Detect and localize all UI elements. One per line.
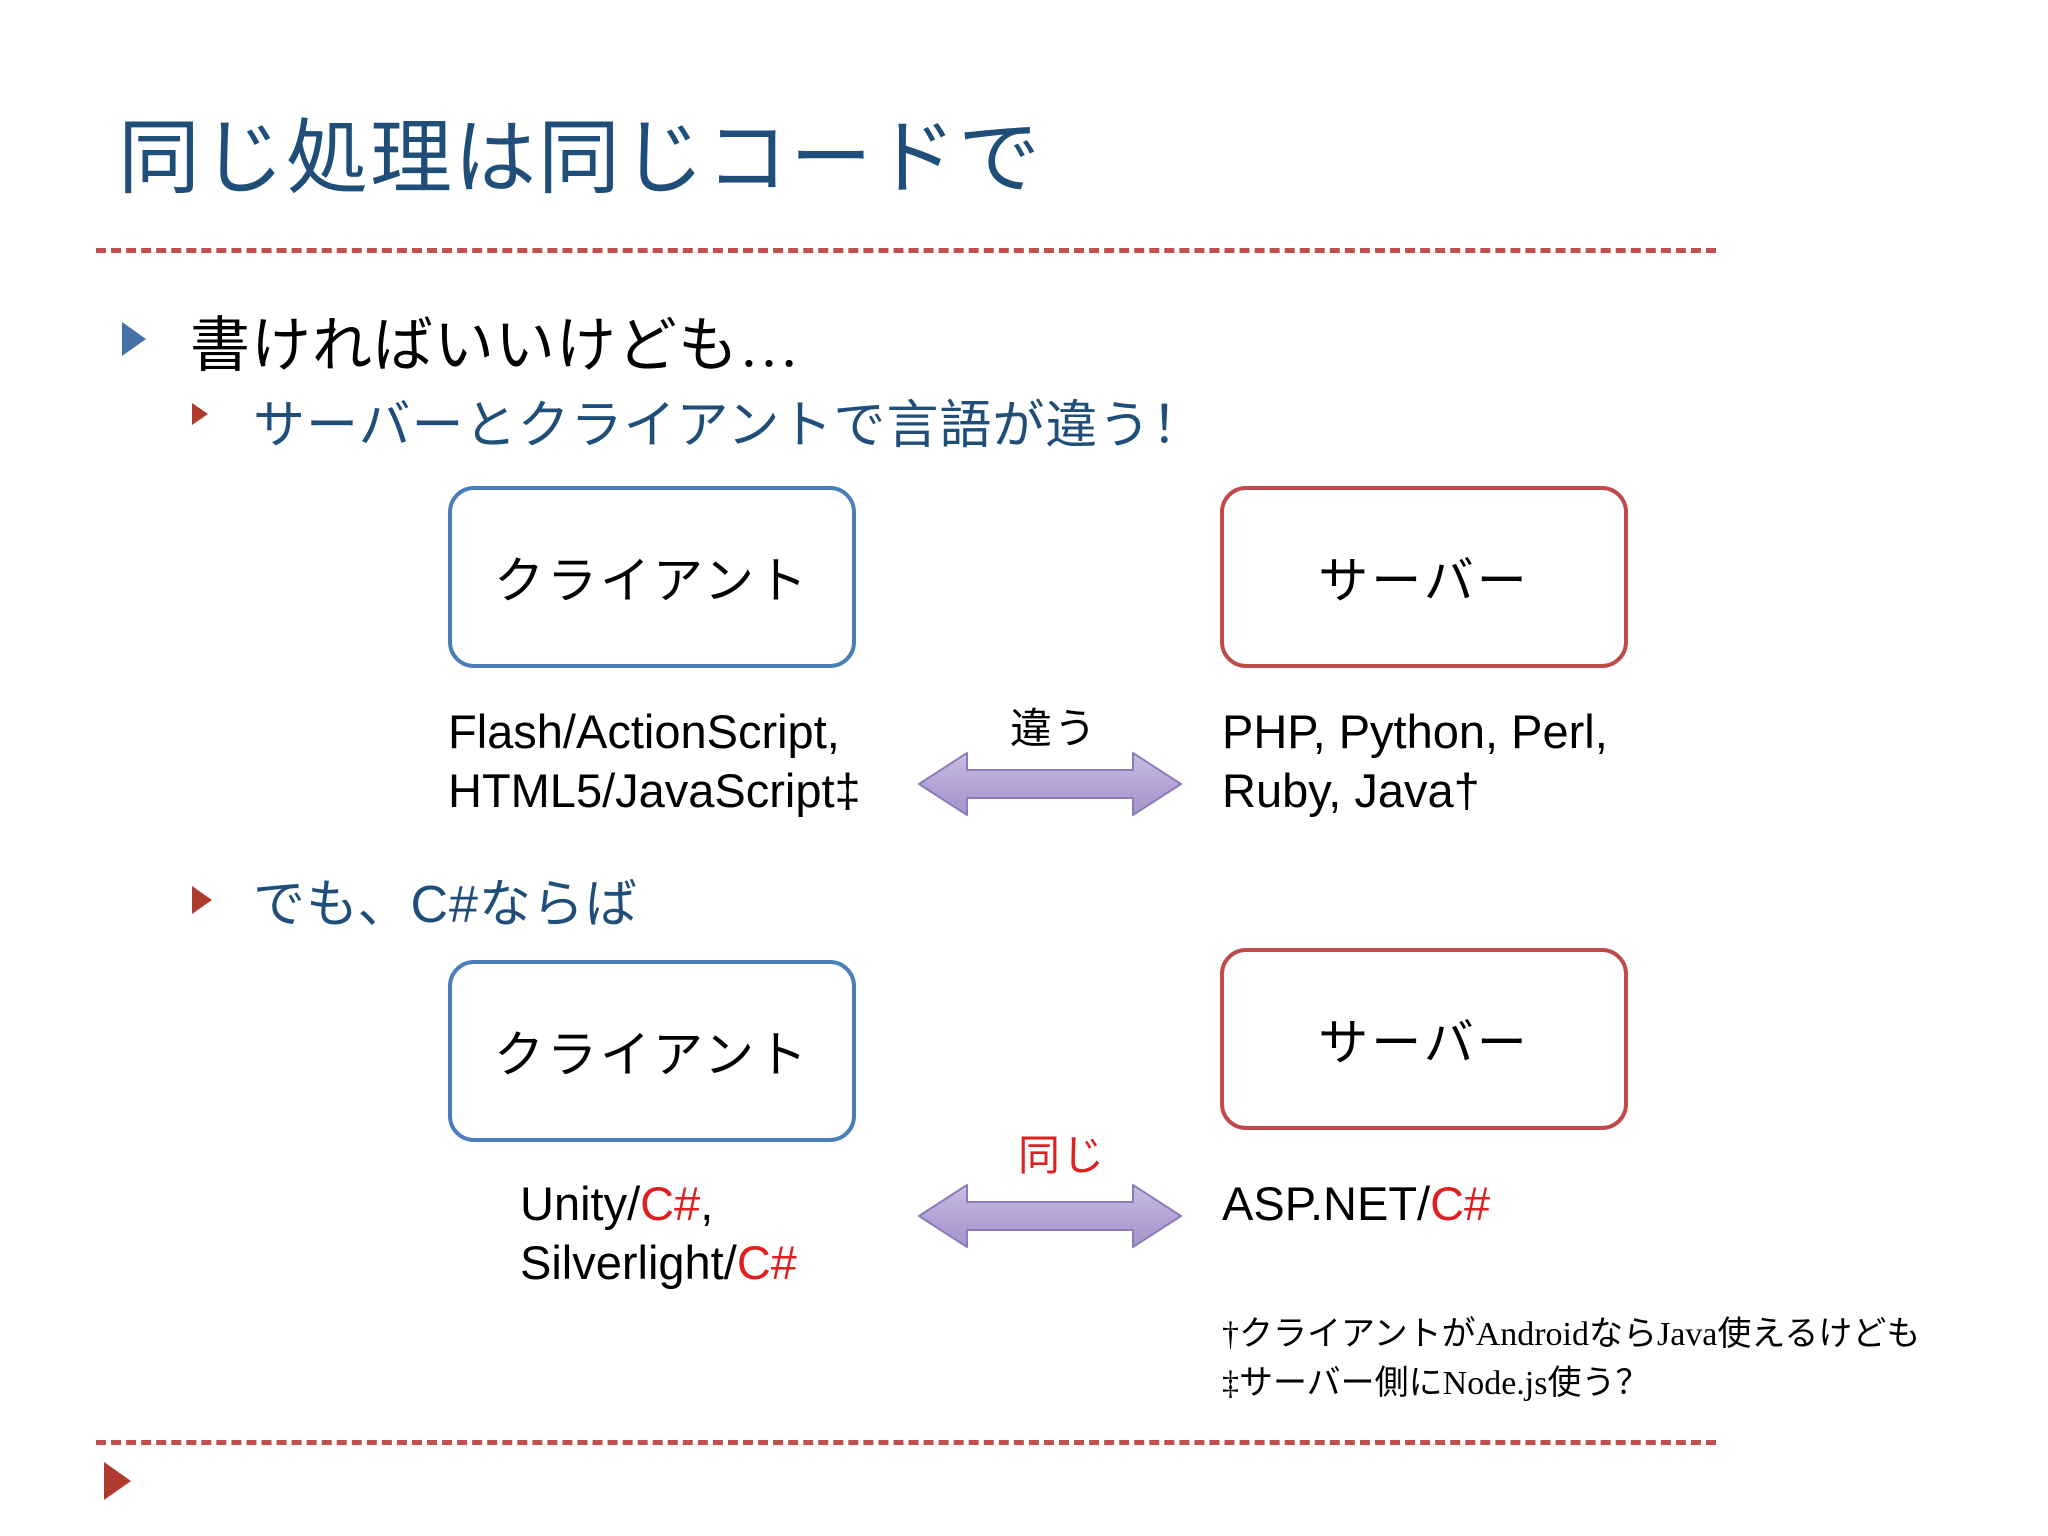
- diagram-bottom-arrow-label: 同じ: [1018, 1134, 1107, 1180]
- diagram-top-server-box: サーバー: [1220, 486, 1628, 668]
- diagram-bottom-client-tech-line1: Unity/C#,: [520, 1175, 797, 1234]
- diagram-top-client-tech-line1: Flash/ActionScript,: [448, 705, 840, 758]
- bullet-level1-b-label: でも、C#ならば: [253, 862, 638, 937]
- title-divider: [96, 248, 1716, 253]
- bullet-level1-b-prefix: でも、: [253, 877, 411, 934]
- footnotes: †クライアントがAndroidならJava使えるけども ‡サーバー側にNode.…: [1222, 1310, 1920, 1409]
- diagram-bottom-client-box: クライアント: [448, 960, 856, 1142]
- footer-divider: [96, 1440, 1716, 1445]
- footer-triangle-icon: [104, 1462, 131, 1500]
- diagram-bottom-double-arrow-icon: [915, 1177, 1185, 1260]
- page-title: 同じ処理は同じコードで: [118, 113, 1043, 204]
- diagram-top-double-arrow-icon: [915, 745, 1185, 828]
- diagram-bottom-server-box: サーバー: [1220, 948, 1628, 1130]
- bullet-triangle-level2-a-icon: [192, 403, 208, 425]
- diagram-bottom-client-label: クライアント: [494, 1027, 810, 1083]
- csharp-keyword: C#: [1430, 1177, 1491, 1230]
- diagram-top-client-box: クライアント: [448, 486, 856, 668]
- diagram-bottom-server-label: サーバー: [1318, 1015, 1530, 1071]
- diagram-bottom-client-tech: Unity/C#, Silverlight/C#: [520, 1175, 797, 1293]
- diagram-top-server-tech-line2: Ruby, Java†: [1222, 763, 1480, 817]
- footnote-line-2: ‡サーバー側にNode.js使う？: [1222, 1365, 1650, 1403]
- diagram-top-arrow-label: 違う: [1010, 707, 1099, 753]
- bullet-level1-a-label: 書ければいいけども…: [190, 313, 800, 379]
- diagram-bottom-server-tech-line1: ASP.NET/C#: [1222, 1175, 1490, 1234]
- bullet-level1-b-keyword: C#: [410, 876, 479, 934]
- diagram-bottom-server-tech: ASP.NET/C#: [1222, 1175, 1490, 1234]
- diagram-top-client-tech: Flash/ActionScript, HTML5/JavaScript‡: [448, 703, 861, 821]
- csharp-keyword: C#: [640, 1177, 701, 1230]
- bullet-level2-a-label: サーバーとクライアントで言語が違う！: [253, 398, 1205, 455]
- csharp-keyword: C#: [736, 1235, 797, 1289]
- bullet-level1-b-suffix: ならば: [478, 877, 638, 934]
- silverlight-prefix: Silverlight/: [520, 1235, 737, 1289]
- unity-suffix: ,: [700, 1177, 714, 1230]
- bullet-triangle-level1-b-icon: [192, 886, 212, 914]
- diagram-top-server-tech-line1: PHP, Python, Perl,: [1222, 705, 1608, 758]
- diagram-top-client-label: クライアント: [494, 553, 810, 609]
- unity-prefix: Unity/: [520, 1177, 641, 1230]
- aspnet-prefix: ASP.NET/: [1222, 1177, 1431, 1230]
- bullet-triangle-level1-a-icon: [122, 322, 146, 356]
- diagram-top-server-tech: PHP, Python, Perl, Ruby, Java†: [1222, 703, 1608, 821]
- diagram-bottom-client-tech-line2: Silverlight/C#: [520, 1234, 797, 1293]
- diagram-top-client-tech-line2: HTML5/JavaScript‡: [448, 763, 861, 817]
- diagram-top-server-label: サーバー: [1318, 553, 1530, 609]
- footnote-line-1: †クライアントがAndroidならJava使えるけども: [1222, 1316, 1921, 1353]
